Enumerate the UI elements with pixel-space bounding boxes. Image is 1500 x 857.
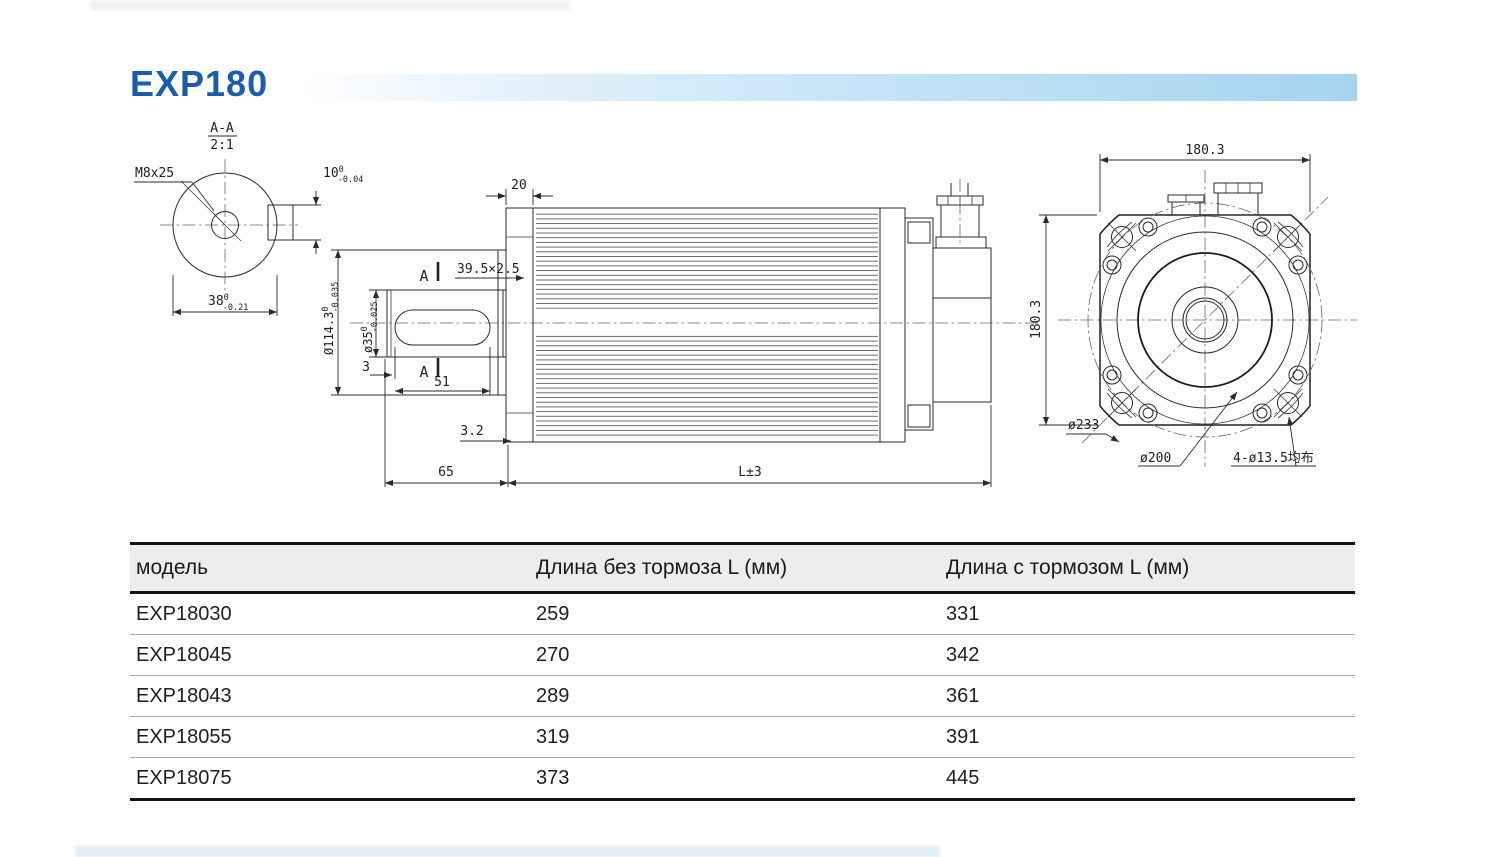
label-bolt-circle: ø200 (1140, 451, 1171, 466)
table-row: EXP18043 289 361 (130, 676, 1355, 717)
connector (935, 179, 987, 249)
cell-length-with-brake: 445 (946, 766, 980, 789)
cell-length-with-brake: 361 (946, 684, 980, 707)
dim-key-offset: 3 (362, 360, 370, 375)
label-mounting-holes: 4-ø13.5均布 (1233, 451, 1314, 466)
cell-length-no-brake: 319 (536, 725, 570, 748)
dim-step: 3.2 (460, 424, 483, 439)
cell-length-no-brake: 289 (536, 684, 570, 707)
cell-length-no-brake: 259 (536, 602, 570, 625)
section-mark-bottom: A (419, 363, 428, 381)
dim-height: 180.3 (1029, 300, 1044, 339)
cropped-text-artifact-top (90, 1, 570, 10)
dim-key-length: 51 (434, 375, 450, 390)
rear-housing (932, 247, 992, 403)
col-header-model: модель (136, 556, 209, 579)
cell-model: EXP18075 (136, 766, 232, 789)
cell-model: EXP18043 (136, 684, 232, 707)
cell-model: EXP18055 (136, 725, 232, 748)
shaft (386, 289, 507, 358)
cell-model: EXP18045 (136, 643, 232, 666)
dim-key-width: 100-0.04 (323, 165, 363, 185)
label-outer-dia: ø233 (1068, 418, 1099, 433)
section-mark-top: A (419, 267, 428, 285)
spec-table: модель Длина без тормоза L (мм) Длина с … (130, 542, 1355, 801)
cell-length-with-brake: 391 (946, 725, 980, 748)
cell-length-with-brake: 342 (946, 643, 980, 666)
side-view: 20 39.5×2.5 A A Ø114.30-0.035 ø350-0.025… (321, 178, 1040, 487)
title-gradient-bar (299, 74, 1357, 101)
dim-pilot-dia: Ø114.30-0.035 (321, 282, 341, 355)
front-view: 180.3 180.3 ø233 ø200 4-ø13.5均布 (1029, 143, 1357, 467)
rear-plate (904, 217, 934, 431)
cropped-text-artifact-bottom (75, 846, 940, 857)
dim-shaft-dia-38: 380-0.21 (208, 293, 248, 313)
dim-flange-thickness: 20 (511, 178, 527, 193)
mounting-holes (1107, 222, 1303, 418)
dim-shaft-length: 65 (438, 465, 454, 480)
cell-length-no-brake: 270 (536, 643, 570, 666)
dim-groove: 39.5×2.5 (457, 262, 520, 277)
table-row: EXP18045 270 342 (130, 635, 1355, 676)
table-header-row: модель Длина без тормоза L (мм) Длина с … (130, 542, 1355, 594)
section-title: A-A (210, 121, 234, 136)
pilot-circle (1137, 252, 1273, 388)
table-row: EXP18075 373 445 (130, 758, 1355, 801)
dim-body-length: L±3 (738, 465, 761, 480)
cell-length-no-brake: 373 (536, 766, 570, 789)
table-row: EXP18030 259 331 (130, 594, 1355, 635)
col-header-length-no-brake: Длина без тормоза L (мм) (536, 556, 788, 579)
bolt-circle-200 (1087, 202, 1323, 438)
section-scale: 2:1 (210, 138, 233, 153)
cell-length-with-brake: 331 (946, 602, 980, 625)
page-title: EXP180 (130, 63, 269, 104)
technical-drawing: A-A 2:1 M8x25 100-0.04 (134, 121, 1357, 487)
cell-model: EXP18030 (136, 602, 232, 625)
keyway (394, 309, 491, 346)
section-view-a-a: A-A 2:1 M8x25 100-0.04 (134, 121, 363, 316)
col-header-length-with-brake: Длина с тормозом L (мм) (946, 556, 1190, 579)
mounting-flange (505, 207, 534, 443)
table-row: EXP18055 319 391 (130, 717, 1355, 758)
shaft-section-circle (172, 172, 278, 278)
dim-shaft-dia-35: ø350-0.025 (360, 301, 380, 353)
small-holes (1102, 217, 1308, 423)
thread-hole (211, 211, 239, 239)
key-section (267, 204, 294, 241)
front-connectors (1167, 182, 1263, 216)
dim-thread: M8x25 (135, 166, 174, 181)
dim-width: 180.3 (1185, 143, 1224, 158)
